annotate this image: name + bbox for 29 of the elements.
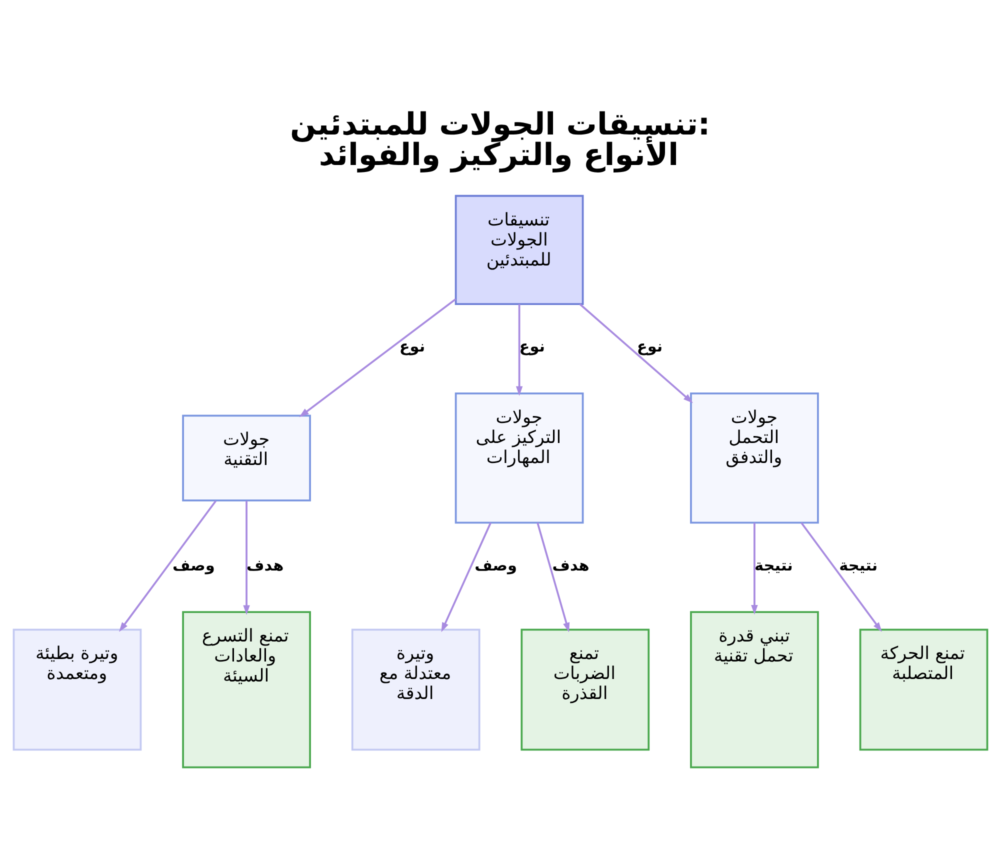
node-box: تمنع الضربات القذرة [520,628,650,750]
node-box: جولات التحمل والتدفق [690,392,818,524]
edge-label: نتيجة [838,556,878,574]
arrow [536,522,570,632]
node-box: جولات التركيز على المهارات [454,392,584,524]
edge-label: نوع [636,337,662,356]
arrow [242,500,250,614]
node-box: جولات التقنية [182,414,310,501]
edge-label: نوع [398,337,425,356]
arrow [298,298,456,417]
node-box: وتيرة معتدلة مع الدقة [350,628,480,750]
edge-label: نتيجة [754,556,792,574]
arrow [800,522,882,632]
edge-label: وصف [474,556,517,574]
node-box: تمنع التسرع والعادات السيئة [182,610,310,768]
node-box: تبني قدرة تحمل تقنية [690,610,818,768]
edge-label: هدف [246,556,284,574]
edge-label: وصف [172,556,214,574]
node-box: تمنع الحركة المتصلبة [858,628,988,750]
arrow [118,500,216,632]
arrow [750,522,758,614]
arrow [440,522,491,632]
diagram-title: تنسيقات الجولات للمبتدئين: الأنواع والتركيز والفوائد [290,107,710,173]
node-box: تنسيقات الجولات للمبتدئين [454,194,584,304]
edge-label: هدف [552,556,589,574]
arrow [515,304,522,396]
node-box: وتيرة بطيئة ومتعمدة [12,628,142,750]
arrow [578,302,692,403]
edge-label: نوع [518,337,545,356]
